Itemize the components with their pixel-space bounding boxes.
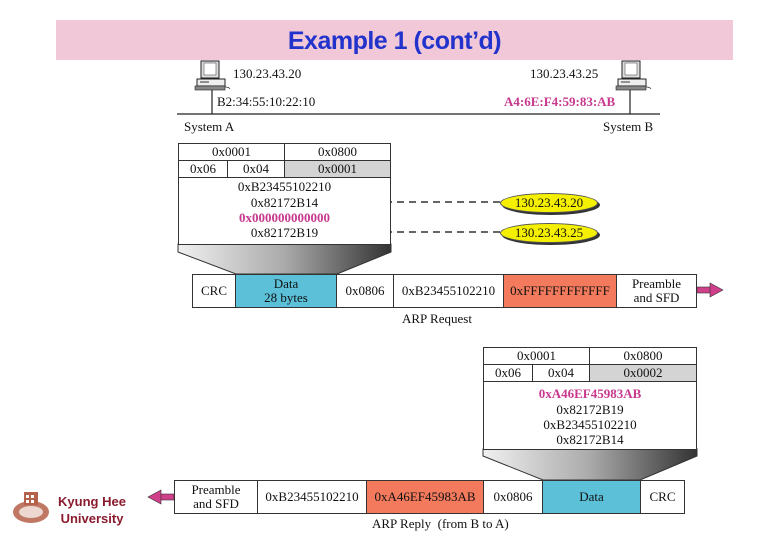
proto-length-field: 0x04 bbox=[532, 364, 590, 382]
hardware-type-field: 0x0001 bbox=[483, 347, 590, 365]
source-address-field: 0xB23455102210 bbox=[393, 274, 504, 308]
source-address-field: 0xA46EF45983AB bbox=[366, 480, 484, 514]
operation-field: 0x0001 bbox=[284, 160, 391, 178]
computer-icon bbox=[194, 60, 231, 91]
data-field: Data bbox=[542, 480, 641, 514]
sender-mac: 0xB23455102210 bbox=[237, 179, 332, 194]
reply-encapsulation-funnel bbox=[482, 448, 698, 481]
data-label: Data bbox=[273, 276, 299, 291]
data-size: 28 bytes bbox=[264, 290, 308, 305]
university-logo-icon bbox=[13, 492, 49, 523]
crc-field: CRC bbox=[640, 480, 685, 514]
sender-ip: 0x82172B19 bbox=[556, 402, 624, 417]
arrow-right-icon bbox=[696, 282, 724, 298]
target-ip: 0x82172B14 bbox=[556, 432, 624, 447]
title-banner: Example 1 (cont’d) bbox=[56, 20, 733, 60]
operation-field: 0x0002 bbox=[589, 364, 697, 382]
arrow-left-icon bbox=[147, 489, 175, 505]
ip-callout-target: 130.23.43.25 bbox=[500, 223, 598, 243]
protocol-type-field: 0x0800 bbox=[284, 143, 391, 161]
proto-length-field: 0x04 bbox=[227, 160, 285, 178]
preamble-label: Preamble bbox=[191, 482, 241, 497]
crc-field: CRC bbox=[192, 274, 236, 308]
address-block bbox=[483, 381, 697, 450]
university-name-line2: University bbox=[60, 511, 124, 526]
sfd-label: and SFD bbox=[633, 290, 680, 305]
type-field: 0x0806 bbox=[483, 480, 543, 514]
system-b-mac: A4:6E:F4:59:83:AB bbox=[504, 94, 616, 109]
system-a-mac: B2:34:55:10:22:10 bbox=[217, 94, 316, 109]
sfd-label: and SFD bbox=[193, 496, 239, 511]
type-field: 0x0806 bbox=[336, 274, 394, 308]
computer-icon bbox=[615, 60, 652, 91]
sender-ip: 0x82172B14 bbox=[250, 195, 319, 210]
target-ip: 0x82172B19 bbox=[250, 225, 319, 240]
target-mac: 0x000000000000 bbox=[239, 210, 330, 225]
protocol-type-field: 0x0800 bbox=[589, 347, 697, 365]
address-block bbox=[178, 177, 391, 245]
hw-length-field: 0x06 bbox=[483, 364, 533, 382]
slide-title: Example 1 (cont’d) bbox=[287, 27, 502, 55]
hardware-type-field: 0x0001 bbox=[178, 143, 285, 161]
data-field: Data 28 bytes bbox=[235, 274, 337, 308]
hw-length-field: 0x06 bbox=[178, 160, 228, 178]
university-name: Kyung Hee University bbox=[52, 493, 132, 527]
system-a-ip: 130.23.43.20 bbox=[233, 66, 302, 81]
system-b-ip: 130.23.43.25 bbox=[530, 66, 599, 81]
preamble-field: Preamble and SFD bbox=[616, 274, 697, 308]
preamble-field: Preamble and SFD bbox=[174, 480, 258, 514]
destination-address-field: 0xFFFFFFFFFFFF bbox=[503, 274, 617, 308]
target-mac: 0xB23455102210 bbox=[543, 417, 637, 432]
request-encapsulation-funnel bbox=[177, 243, 392, 275]
sender-mac: 0xA46EF45983AB bbox=[538, 386, 642, 401]
university-name-line1: Kyung Hee bbox=[58, 494, 126, 509]
request-caption: ARP Request bbox=[402, 311, 472, 326]
system-b-label: System B bbox=[603, 119, 654, 134]
destination-address-field: 0xB23455102210 bbox=[257, 480, 367, 514]
preamble-label: Preamble bbox=[631, 276, 682, 291]
ip-callout-sender: 130.23.43.20 bbox=[500, 193, 598, 213]
reply-caption: ARP Reply (from B to A) bbox=[372, 516, 509, 531]
system-a-label: System A bbox=[184, 119, 235, 134]
